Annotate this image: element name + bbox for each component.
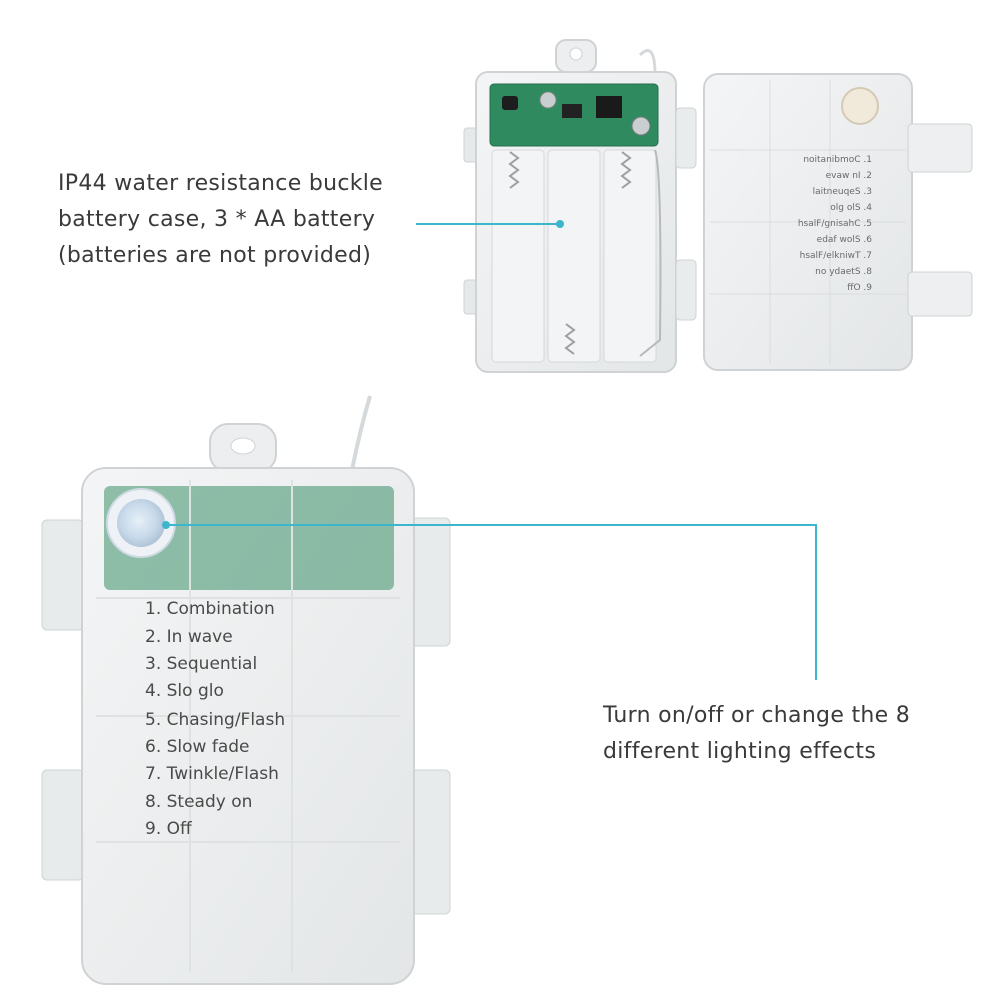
mode-item: 5. Chasing/Flash — [145, 710, 285, 730]
mirrored-mode-item: hsalF/gnisahC .5 — [798, 219, 872, 229]
mirrored-mode-item: laitneuqeS .3 — [813, 187, 872, 197]
bottom-callout-dot — [162, 521, 170, 529]
mirrored-mode-item: olg olS .4 — [830, 203, 872, 213]
top-callout-dot — [556, 220, 564, 228]
callout-line: battery case, 3 * AA battery — [58, 207, 376, 232]
mirrored-mode-item: hsalF/elkniwT .7 — [800, 251, 872, 261]
open-battery-case: noitanibmoC .1 evaw nI .2 laitneuqeS .3 … — [463, 39, 973, 373]
callout-line: (batteries are not provided) — [58, 243, 372, 268]
mode-item: 8. Steady on — [145, 792, 252, 812]
mode-item: 4. Slo glo — [145, 681, 224, 701]
mirrored-mode-list: noitanibmoC .1 evaw nI .2 laitneuqeS .3 … — [798, 155, 872, 293]
mirrored-mode-item: no ydaetS .8 — [815, 267, 872, 277]
closed-battery-case: 1. Combination 2. In wave 3. Sequential … — [41, 395, 451, 985]
mirrored-mode-item: edaf wolS .6 — [817, 235, 873, 245]
callout-line: IP44 water resistance buckle — [58, 171, 384, 196]
callout-line: different lighting effects — [603, 739, 877, 764]
mode-item: 2. In wave — [145, 627, 233, 647]
mode-list: 1. Combination 2. In wave 3. Sequential … — [145, 599, 285, 839]
mirrored-mode-item: evaw nI .2 — [826, 171, 872, 181]
mode-item: 6. Slow fade — [145, 737, 250, 757]
mirrored-mode-item: noitanibmoC .1 — [803, 155, 872, 165]
lighting-effects-callout: Turn on/off or change the 8 different li… — [603, 698, 910, 770]
mode-item: 9. Off — [145, 819, 193, 839]
bottom-callout-line — [168, 524, 817, 680]
mirrored-mode-item: ffO .9 — [847, 283, 872, 293]
mode-item: 3. Sequential — [145, 654, 257, 674]
mode-button-cap[interactable] — [117, 499, 165, 547]
battery-case-callout: IP44 water resistance buckle battery cas… — [58, 166, 383, 274]
mode-item: 1. Combination — [145, 599, 275, 619]
mode-item: 7. Twinkle/Flash — [145, 764, 279, 784]
callout-line: Turn on/off or change the 8 — [603, 703, 911, 728]
